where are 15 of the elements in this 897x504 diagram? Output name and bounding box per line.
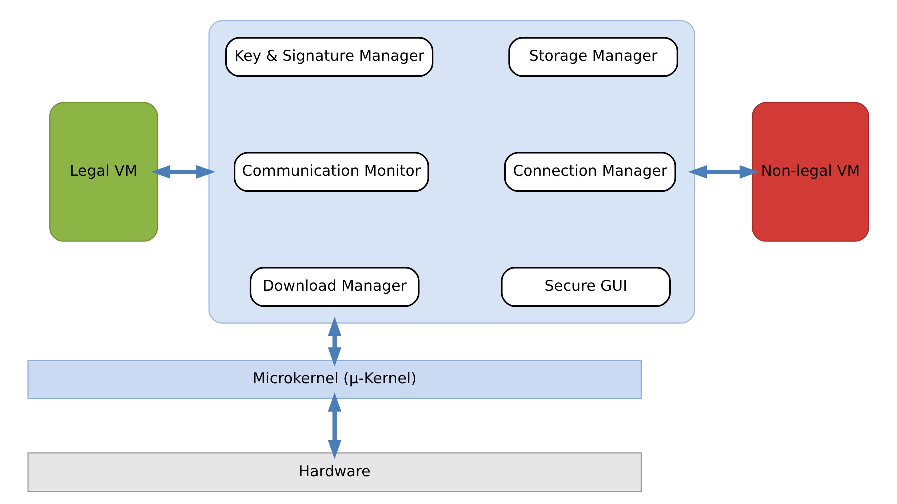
node-box: Legal VM [50, 102, 158, 242]
node-box: Non-legal VM [752, 102, 870, 242]
node-box: Connection Manager [504, 152, 676, 192]
node-box: Communication Monitor [234, 152, 430, 192]
node-box: Hardware [28, 452, 642, 492]
arrow [151, 165, 216, 179]
node-box: Storage Manager [508, 37, 678, 78]
node-box: Download Manager [250, 267, 420, 308]
node-box: Microkernel (μ-Kernel) [28, 360, 642, 400]
node-box: Key & Signature Manager [225, 37, 434, 78]
cluster [208, 20, 696, 324]
arrow [688, 165, 760, 179]
node-box: Secure GUI [501, 267, 671, 308]
arrow [328, 392, 342, 460]
arrow [328, 316, 342, 367]
